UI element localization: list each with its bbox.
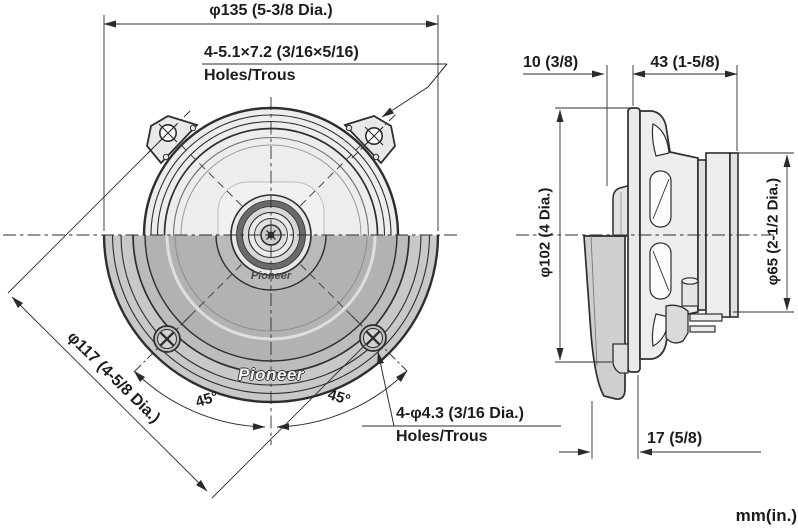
rivet — [372, 153, 380, 161]
grille-screw-left — [153, 325, 181, 353]
front-view — [3, 15, 561, 499]
diagonal-centerlines — [180, 144, 362, 326]
terminal — [665, 277, 723, 344]
rivet — [162, 153, 170, 161]
dim-front-protrusion-label: 10 (3/8) — [523, 54, 579, 71]
slot-holes-spec-label: 4-5.1×7.2 (3/16×5/16) — [204, 44, 359, 61]
callout-slot-holes — [202, 63, 448, 118]
dimension-magnet-diameter — [733, 152, 794, 313]
callout-round-holes — [362, 351, 561, 427]
grille-screw-right — [359, 324, 387, 352]
dimension-depths — [523, 65, 738, 186]
slot-holes-text-label: Holes/Trous — [204, 67, 296, 84]
grille-section — [583, 235, 626, 400]
dim-magnet-diameter-label: φ65 (2-1/2 Dia.) — [764, 177, 782, 286]
dim-mounting-depth-label: 43 (1-5/8) — [650, 54, 720, 71]
dimension-overall-diameter — [103, 15, 439, 231]
pioneer-logo-grille: Pioneer — [238, 365, 304, 384]
rivet — [345, 124, 353, 132]
dimension-45-arcs — [133, 370, 408, 431]
units-note: mm(in.) — [735, 506, 797, 525]
dim-overall-diameter-label: φ135 (5-3/8 Dia.) — [209, 2, 333, 19]
slot-hole-right — [364, 126, 384, 146]
pioneer-logo-cone: Pioneer — [250, 270, 292, 282]
round-holes-text-label: Holes/Trous — [396, 428, 488, 445]
dim-frame-diameter-label: φ102 (4 Dia.) — [536, 187, 554, 278]
slot-hole-left — [158, 123, 178, 143]
dim-grille-protrusion-label: 17 (5/8) — [647, 430, 703, 447]
centerlines — [3, 97, 461, 445]
dimension-frame-diameter — [555, 107, 630, 363]
side-view — [516, 65, 794, 459]
round-holes-spec-label: 4-φ4.3 (3/16 Dia.) — [396, 405, 524, 422]
dimension-grille-protrusion — [559, 375, 761, 459]
mounting-flange — [627, 107, 641, 373]
rivet — [189, 124, 197, 132]
